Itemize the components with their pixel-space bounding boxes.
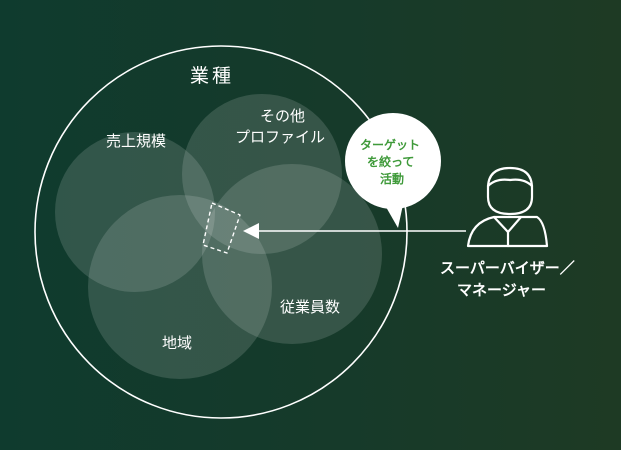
- label-region: 地域: [162, 334, 193, 352]
- label-sales-scale: 売上規模: [106, 132, 167, 150]
- bubble-line-2: を絞って: [367, 155, 415, 169]
- bubble-line-1: ターゲット: [360, 138, 421, 152]
- circle-other-profile: [182, 94, 342, 254]
- role-line-1: スーパーバイザー／: [440, 259, 575, 277]
- label-employees: 従業員数: [280, 298, 341, 316]
- outer-circle: [34, 45, 408, 419]
- bubble-line-3: 活動: [380, 172, 405, 186]
- label-other-profile-1: その他: [260, 107, 306, 125]
- circle-employees: [202, 164, 382, 344]
- arrow-left-icon: [243, 223, 466, 239]
- role-line-2: マネージャー: [457, 281, 546, 299]
- circle-sales-scale: [55, 132, 215, 292]
- target-area: [202, 202, 241, 254]
- circle-region: [88, 195, 272, 379]
- person-icon: [466, 166, 549, 248]
- speech-bubble-icon: [345, 113, 441, 228]
- label-other-profile-2: プロファイル: [235, 128, 326, 146]
- outer-label-industry: 業種: [190, 65, 235, 87]
